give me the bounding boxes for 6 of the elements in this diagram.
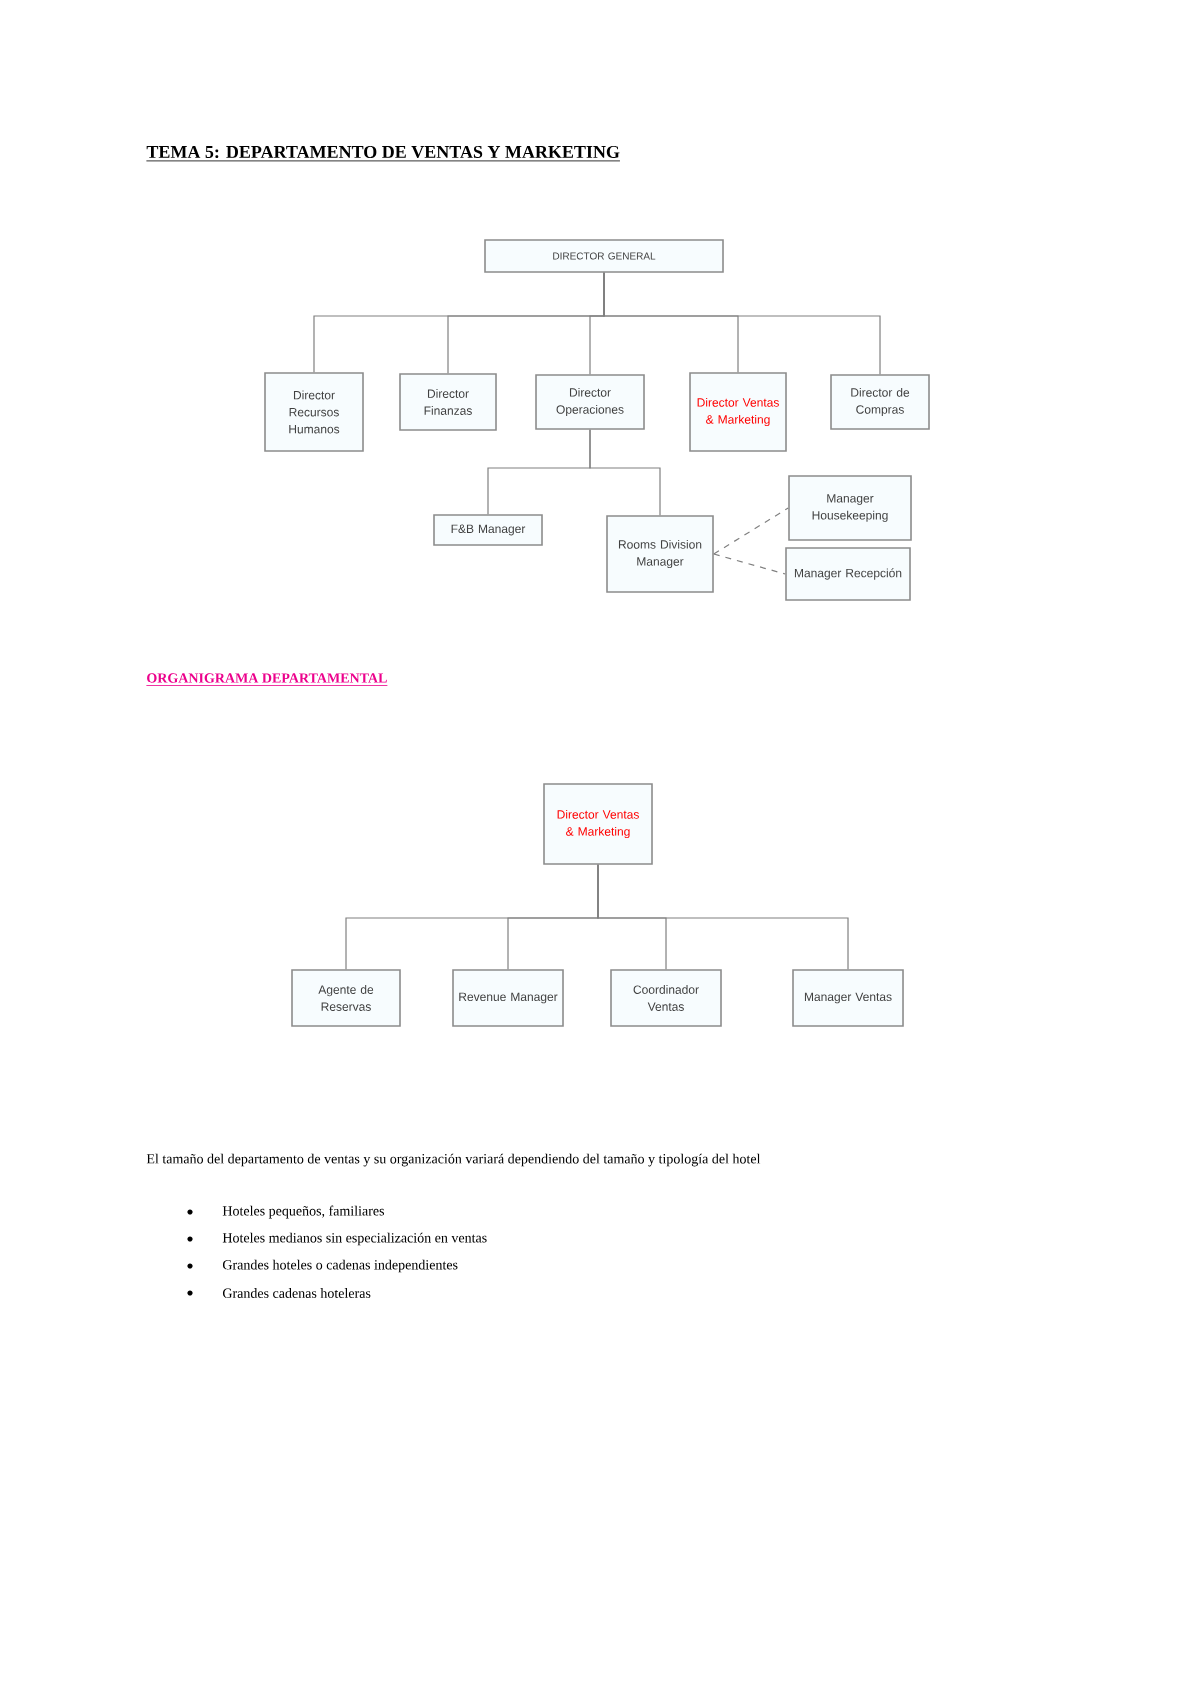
connector-line — [603, 272, 881, 375]
connector-line — [589, 429, 661, 516]
connector-line — [597, 864, 849, 970]
connector-line — [713, 507, 789, 555]
connector-line — [713, 553, 786, 575]
title: TEMA 5: DEPARTAMENTO DE VENTAS Y MARKETING — [146, 145, 621, 162]
